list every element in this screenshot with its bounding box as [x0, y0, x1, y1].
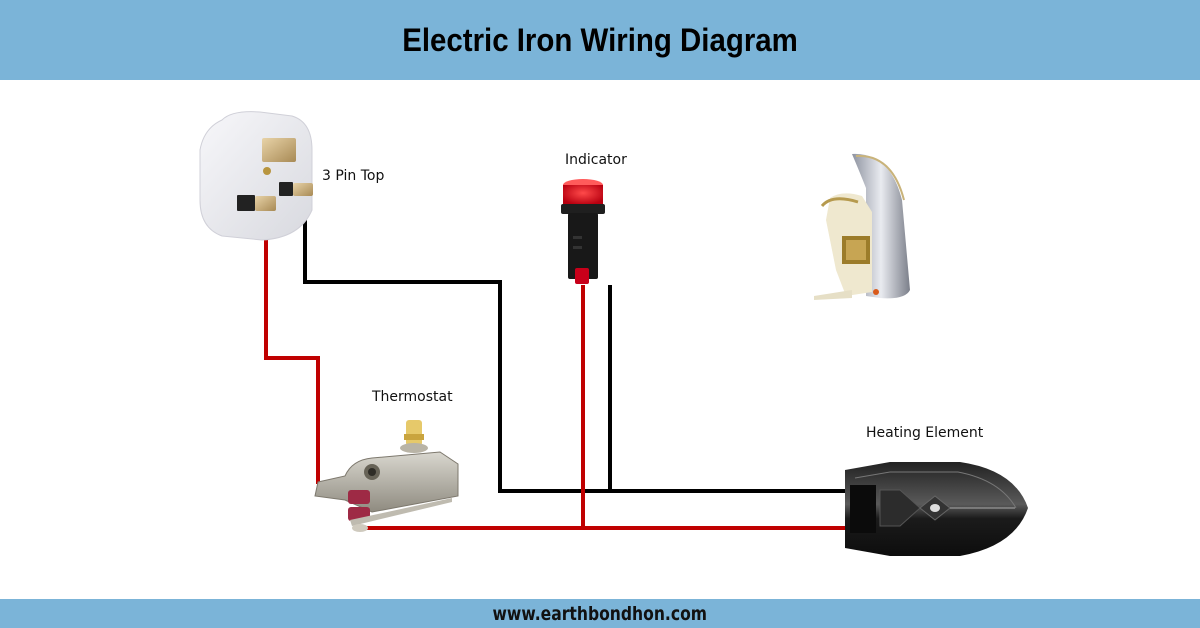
plug-label: 3 Pin Top [322, 168, 384, 184]
iron-image [814, 153, 910, 300]
page-title: Electric Iron Wiring Diagram [402, 21, 798, 58]
wire-live-plug-to-thermostat [264, 212, 320, 484]
thermostat-image [314, 420, 459, 532]
plug-image [199, 111, 313, 241]
heating-element-image [845, 462, 1028, 556]
indicator-label: Indicator [565, 152, 627, 168]
wire-neutral-plug-to-element [303, 195, 852, 493]
indicator-image [561, 179, 605, 284]
website-link[interactable]: www.earthbondhon.com [492, 602, 708, 625]
thermostat-label: Thermostat [371, 389, 453, 405]
wires [264, 195, 852, 530]
heating-element-label: Heating Element [866, 425, 984, 441]
header-banner: Electric Iron Wiring Diagram [0, 0, 1200, 80]
footer-banner: www.earthbondhon.com [0, 599, 1200, 628]
